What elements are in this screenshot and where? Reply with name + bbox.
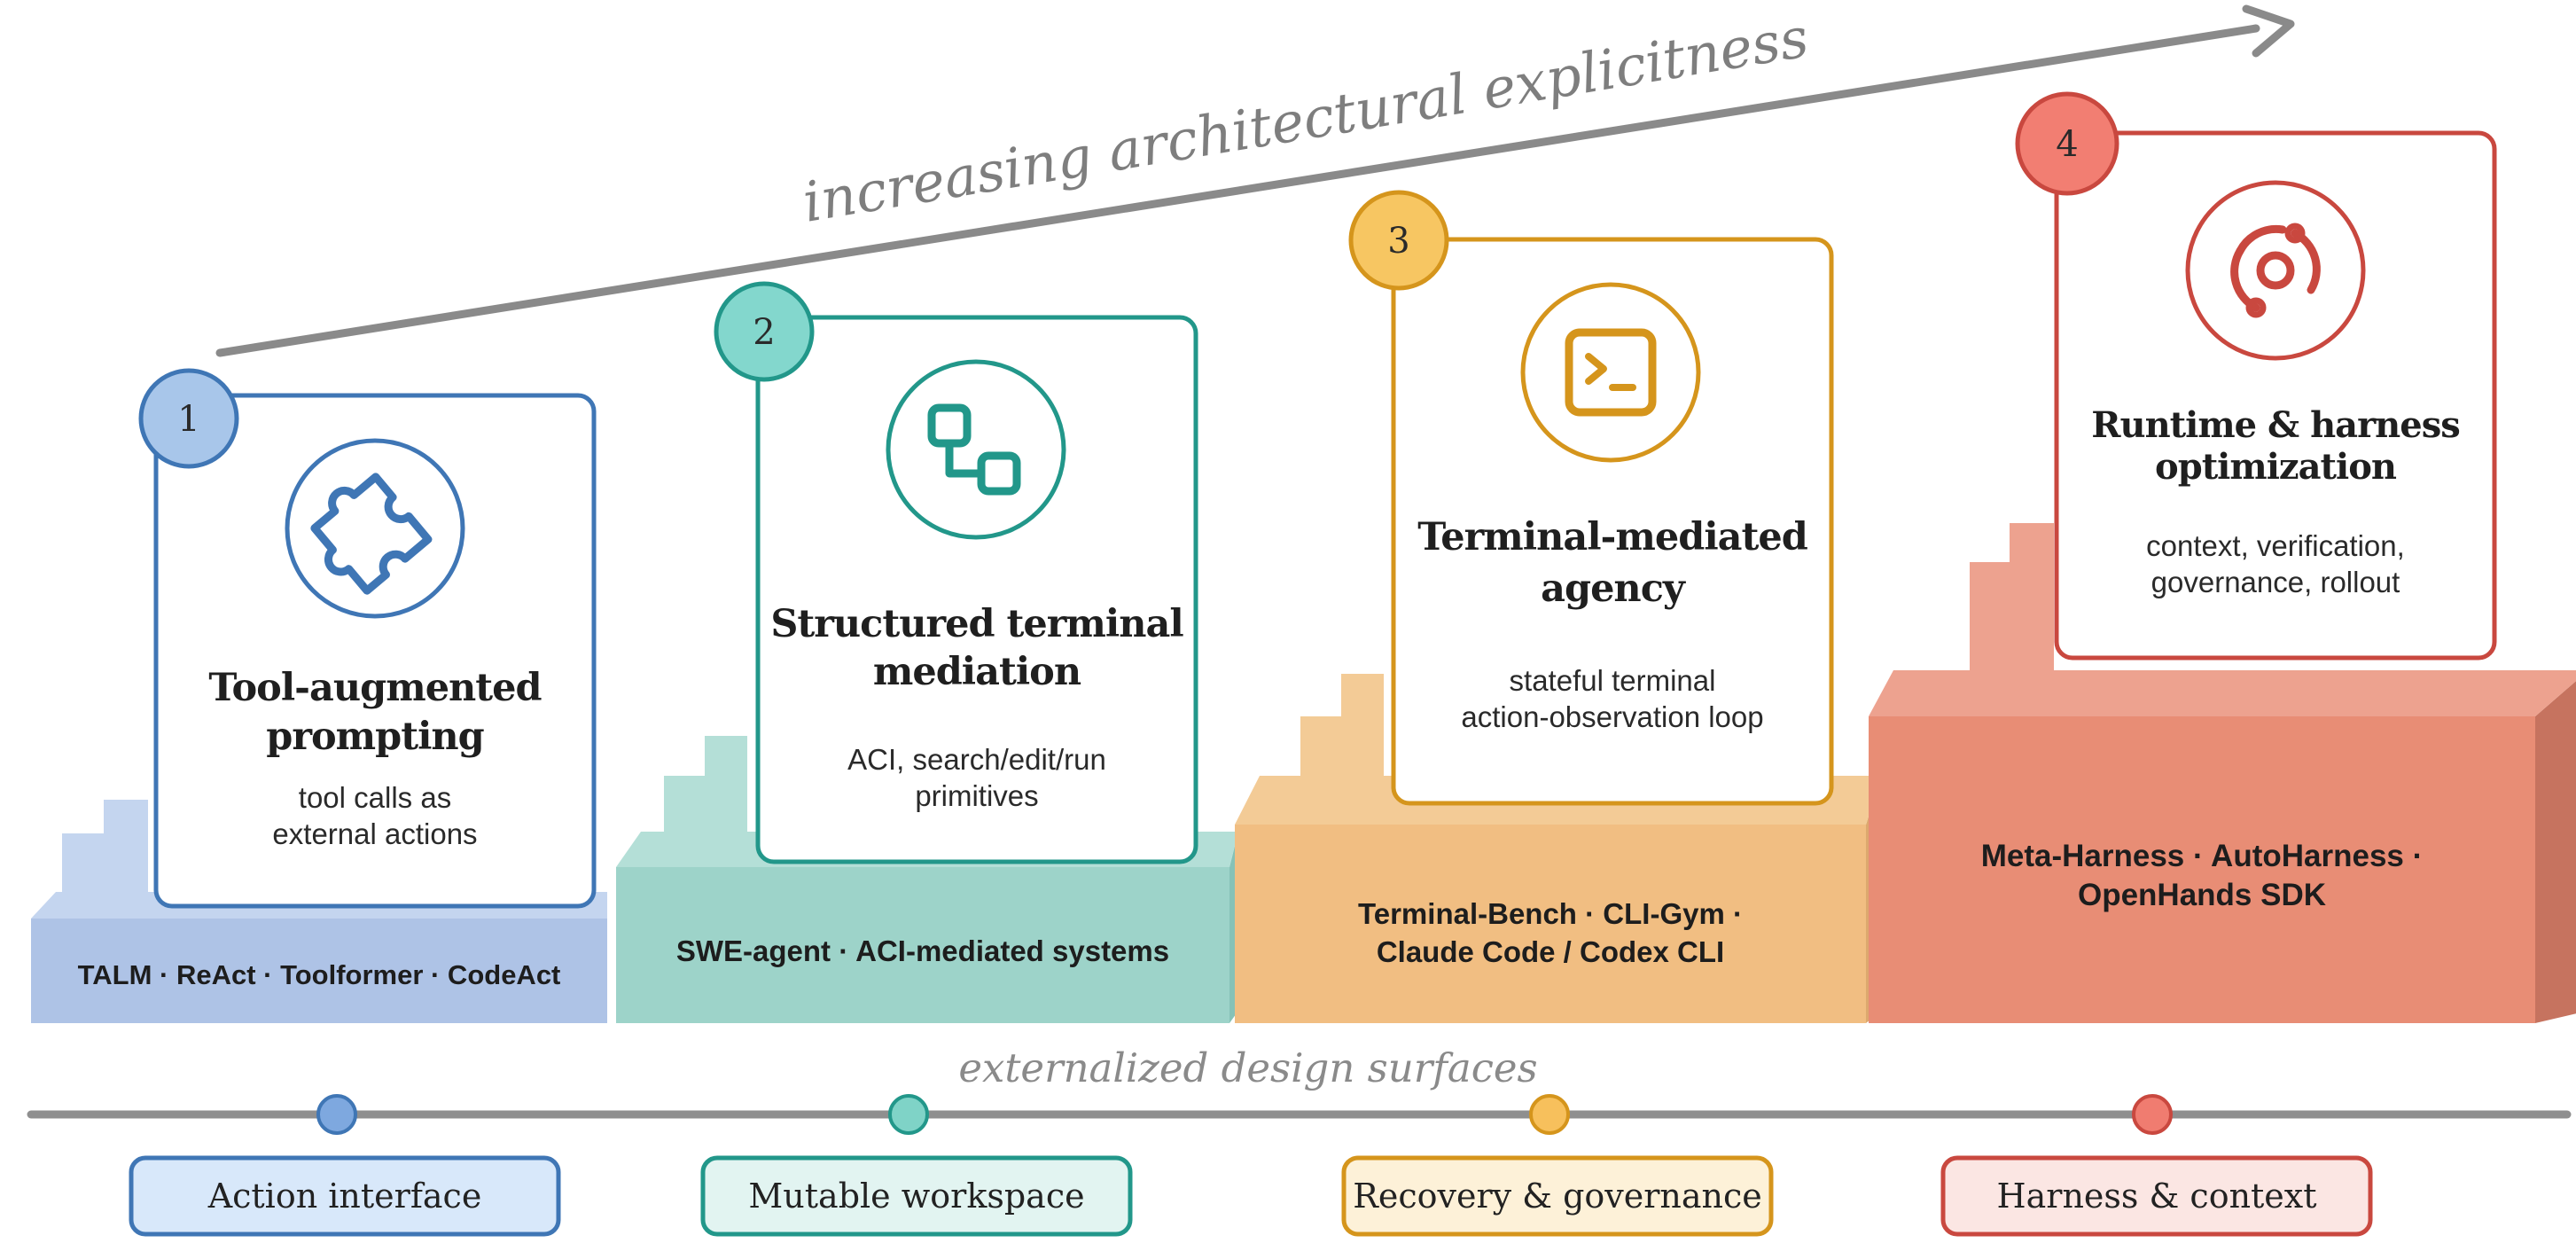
- orbit-core: [2256, 251, 2295, 290]
- surface-label: Harness & context: [1997, 1177, 2317, 1216]
- block-front: [31, 919, 607, 1023]
- examples-text: TALM · ReAct · Toolformer · CodeAct: [78, 959, 561, 990]
- examples-text: Claude Code / Codex CLI: [1377, 935, 1724, 968]
- stage-description: tool calls as: [299, 781, 451, 814]
- examples-text: SWE-agent · ACI-mediated systems: [676, 934, 1169, 967]
- stage-title: optimization: [2155, 446, 2397, 488]
- examples-text: Terminal-Bench · CLI-Gym ·: [1358, 897, 1743, 930]
- timeline-dot: [1529, 1094, 1570, 1135]
- trend-arrow-line: [215, 24, 2260, 357]
- orbit-icon: [2230, 223, 2321, 318]
- block-side: [2535, 681, 2576, 1023]
- stage-description: ACI, search/edit/run: [847, 743, 1106, 776]
- stage-title: Tool-augmented: [208, 666, 542, 710]
- examples-text: OpenHands SDK: [2078, 878, 2326, 912]
- stage-title: Structured terminal: [770, 602, 1183, 646]
- timeline-dot: [2132, 1094, 2173, 1135]
- block-front: [616, 867, 1229, 1023]
- timeline-dot: [888, 1094, 929, 1135]
- orbit-satellite-bottom: [2245, 297, 2267, 318]
- stage-description: governance, rollout: [2151, 566, 2400, 598]
- stage-card: [2054, 130, 2497, 661]
- stage-title: Runtime & harness: [2091, 404, 2459, 446]
- stage-card: [755, 315, 1198, 864]
- node-link: [945, 443, 981, 478]
- trend-arrow-head-icon: [2242, 4, 2295, 58]
- stage-1: TALM · ReAct · Toolformer · CodeAct Tool-…: [31, 368, 607, 1237]
- stage-description: primitives: [915, 779, 1038, 812]
- stage-badge: [714, 281, 815, 382]
- stage-title: prompting: [266, 715, 484, 759]
- stage-description: external actions: [272, 817, 477, 850]
- stage-number: 4: [2056, 124, 2078, 165]
- surface-label: Action interface: [207, 1177, 482, 1216]
- stage-number: 2: [753, 312, 775, 353]
- timeline-dot: [316, 1094, 357, 1135]
- stage-badge: [1348, 190, 1449, 291]
- stage-description: action-observation loop: [1461, 700, 1763, 733]
- stage-number: 3: [1387, 221, 1409, 262]
- stage-description: stateful terminal: [1510, 664, 1716, 697]
- block-front: [1869, 716, 2535, 1023]
- stage-4: Meta-Harness · AutoHarness · OpenHands SD…: [1869, 91, 2576, 1237]
- stage-badge: [138, 368, 239, 469]
- stage-card: [153, 393, 597, 909]
- stage-title: mediation: [873, 650, 1081, 694]
- surface-label: Recovery & governance: [1353, 1177, 1762, 1216]
- workflow-nodes-icon: [927, 403, 1021, 496]
- stage-description: context, verification,: [2146, 529, 2405, 562]
- block-front: [1235, 825, 1866, 1023]
- examples-text: Meta-Harness · AutoHarness ·: [1981, 839, 2424, 873]
- surface-pill: [700, 1155, 1133, 1237]
- stage-title: agency: [1541, 567, 1687, 611]
- terminal-prompt: [1585, 353, 1607, 385]
- terminal-frame: [1565, 328, 1657, 417]
- stage-card: [1391, 237, 1834, 806]
- stage-2: SWE-agent · ACI-mediated systems Structur…: [616, 281, 1238, 1237]
- surface-pill: [1940, 1155, 2373, 1237]
- icon-ring: [2185, 180, 2366, 361]
- block-top: [1869, 670, 2576, 716]
- orbit-satellite-top: [2284, 223, 2306, 244]
- surface-pill: [1341, 1155, 1774, 1237]
- stage-3: Terminal-Bench · CLI-Gym · Claude Code / …: [1235, 190, 1882, 1237]
- surface-label: Mutable workspace: [748, 1177, 1084, 1216]
- stage-number: 1: [177, 399, 199, 440]
- stage-title: Terminal-mediated: [1417, 515, 1808, 559]
- stage-badge: [2015, 91, 2119, 196]
- terminal-icon: [1565, 328, 1657, 417]
- orbit-arc-top: [2236, 224, 2287, 255]
- icon-ring: [1520, 282, 1701, 463]
- surfaces-label: externalized design surfaces: [958, 1044, 1537, 1091]
- puzzle-icon: [310, 473, 433, 595]
- surface-pill: [129, 1155, 561, 1237]
- icon-ring: [886, 359, 1066, 540]
